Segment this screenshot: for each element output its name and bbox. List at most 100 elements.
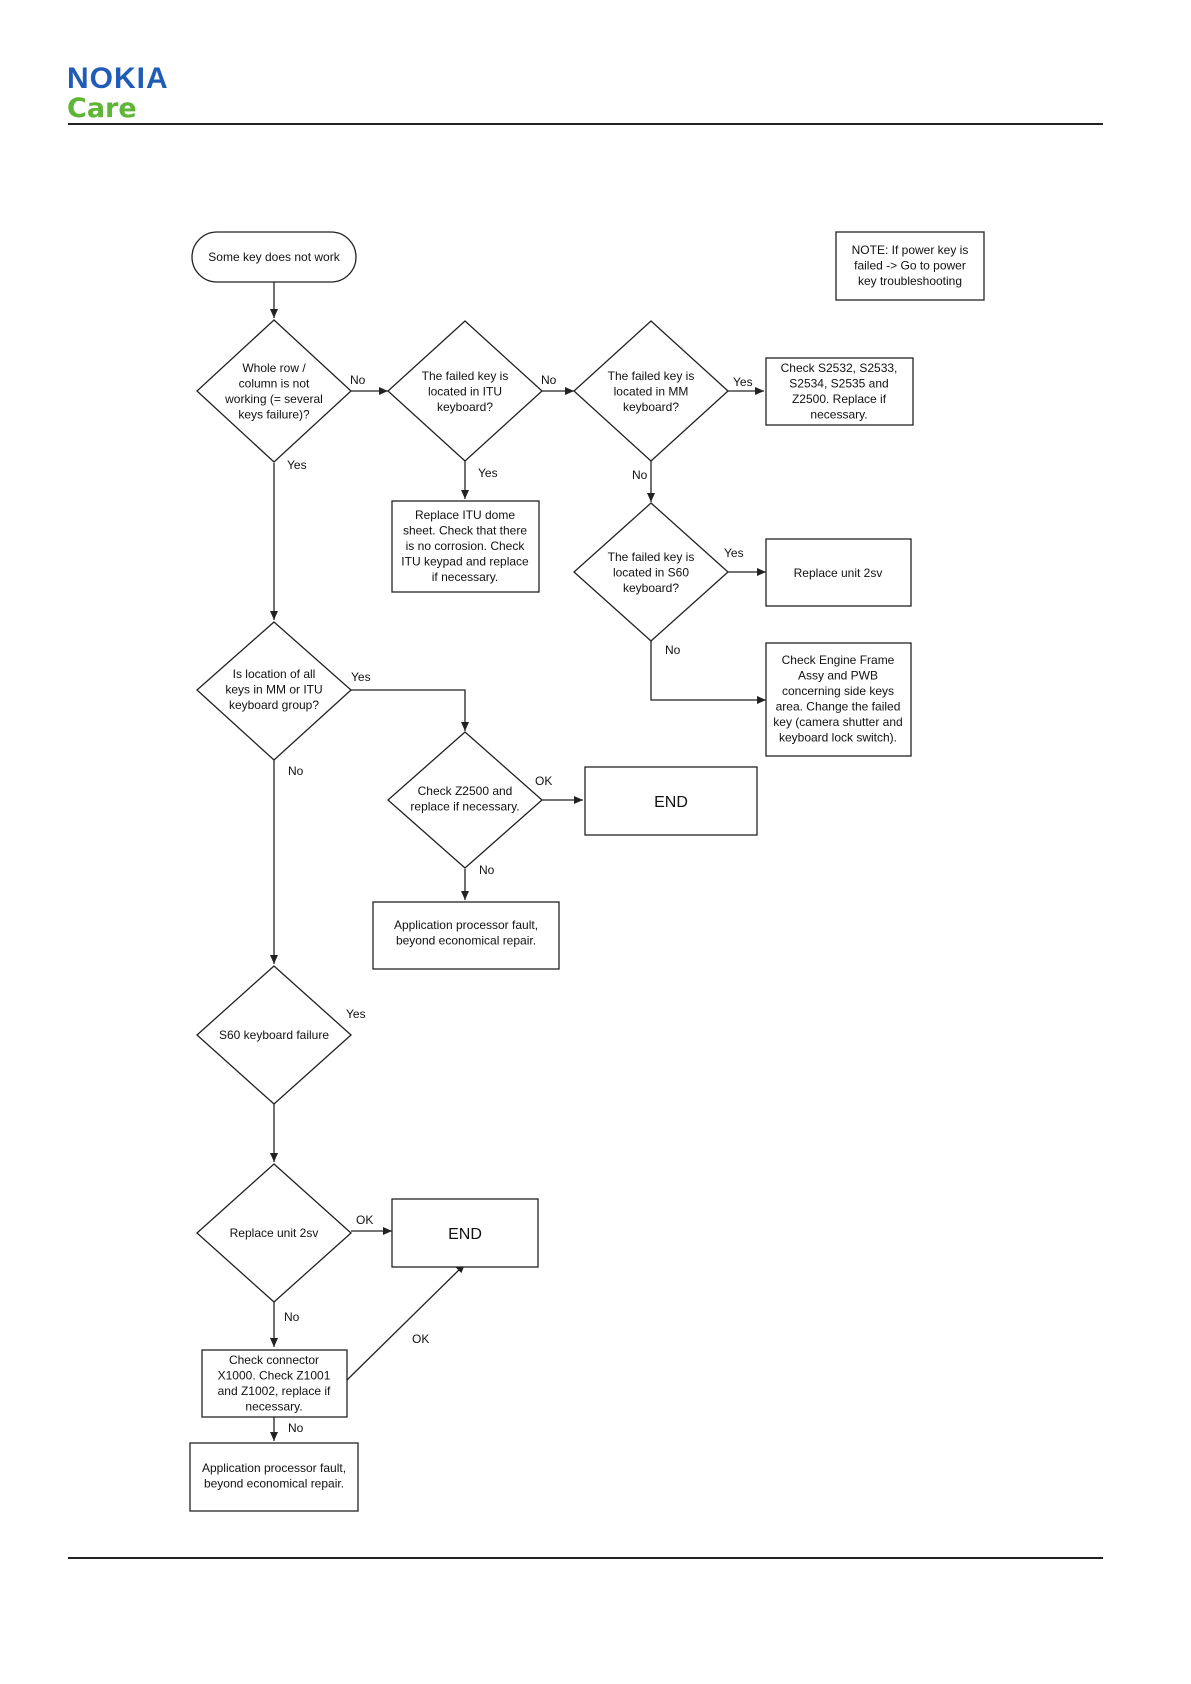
d_row-line-1: column is not <box>239 377 310 391</box>
edge-s60loc-engine <box>650 640 766 704</box>
b_engine-line-1: Assy and PWB <box>798 669 878 683</box>
note-line-1: failed -> Go to power <box>854 259 966 273</box>
box-check-connector <box>201 1349 348 1418</box>
box-app-fault-2 <box>189 1442 359 1512</box>
replace-2sv-top-text: Replace unit 2sv <box>794 566 883 580</box>
b_check_conn-line-1: X1000. Check Z1001 <box>218 1369 331 1383</box>
label-itu-no: No <box>541 373 557 387</box>
edge-location-z2500 <box>351 689 469 731</box>
label-mm-yes: Yes <box>733 375 753 389</box>
label-z2500-ok: OK <box>535 774 552 788</box>
b_app_fault_2-line-1: beyond economical repair. <box>204 1477 344 1491</box>
start-node <box>191 231 357 283</box>
b_end_top-line-0: END <box>654 794 688 811</box>
label-s60fail-yes: Yes <box>346 1007 366 1021</box>
d_s60_loc-line-2: keyboard? <box>623 581 679 595</box>
b_check_s-line-0: Check S2532, S2533, <box>781 361 898 375</box>
d_z2500-line-0: Check Z2500 and <box>418 784 513 798</box>
decision-s60-location <box>573 502 729 642</box>
note-line-0: NOTE: If power key is <box>852 243 969 257</box>
box-engine-frame <box>765 642 912 757</box>
label-mm-no: No <box>632 468 648 482</box>
d_location-line-1: keys in MM or ITU <box>225 683 322 697</box>
shapes <box>189 231 985 1512</box>
d_mm-line-0: The failed key is <box>608 369 695 383</box>
label-conn-no: No <box>288 1421 304 1435</box>
b_replace_itu-line-0: Replace ITU dome <box>415 508 515 522</box>
decision-z2500-text: Check Z2500 and replace if necessary. <box>410 784 519 814</box>
b_app_fault_1-line-0: Application processor fault, <box>394 918 538 932</box>
care-logo: Care <box>67 93 137 124</box>
d_location-line-0: Is location of all <box>233 667 316 681</box>
b_app_fault_2-line-0: Application processor fault, <box>202 1461 346 1475</box>
b_check_conn-line-2: and Z1002, replace if <box>218 1384 331 1398</box>
b_check_s-line-1: S2534, S2535 and <box>789 377 888 391</box>
decision-s60-failure-text: S60 keyboard failure <box>219 1028 329 1042</box>
label-row-no: No <box>350 373 366 387</box>
note-text: NOTE: If power key is failed -> Go to pow… <box>852 243 969 288</box>
edge-conn-end <box>346 1263 466 1381</box>
label-conn-ok: OK <box>412 1332 429 1346</box>
b_replace_itu-line-1: sheet. Check that there <box>403 524 527 538</box>
node-texts: Some key does not work NOTE: If power ke… <box>202 243 968 1491</box>
app-fault-1-text: Application processor fault, beyond econo… <box>394 918 538 948</box>
label-row-yes: Yes <box>287 458 307 472</box>
decision-z2500 <box>387 731 543 869</box>
header-rule <box>68 123 1103 125</box>
edge-labels: No Yes No Yes Yes No Yes No Yes No OK No… <box>284 373 753 1435</box>
b_check_conn-line-3: necessary. <box>245 1400 302 1414</box>
footer-rule <box>68 1557 1103 1559</box>
label-rep2sv-ok: OK <box>356 1213 373 1227</box>
decision-keyboard-group <box>196 621 352 761</box>
d_row-line-0: Whole row / <box>242 361 306 375</box>
end-top-text: END <box>654 794 688 811</box>
d_itu-line-2: keyboard? <box>437 400 493 414</box>
label-loc-no: No <box>288 764 304 778</box>
decision-mm <box>573 320 729 462</box>
d_itu-line-1: located in ITU <box>428 385 502 399</box>
start-node-text: Some key does not work <box>208 250 340 264</box>
b_engine-line-3: area. Change the failed <box>776 700 901 714</box>
d_itu-line-0: The failed key is <box>422 369 509 383</box>
b_replace_itu-line-2: is no corrosion. Check <box>406 539 526 553</box>
note-box <box>835 231 985 301</box>
app-fault-2-text: Application processor fault, beyond econo… <box>202 1461 346 1491</box>
d_replace_2sv-line-0: Replace unit 2sv <box>230 1226 319 1240</box>
label-itu-yes: Yes <box>478 466 498 480</box>
d_s60_loc-line-1: located in S60 <box>613 566 689 580</box>
decision-row-column <box>196 319 352 463</box>
decision-replace-2sv-text: Replace unit 2sv <box>230 1226 319 1240</box>
b_end_bottom-line-0: END <box>448 1226 482 1243</box>
b_replace_2sv_top-line-0: Replace unit 2sv <box>794 566 883 580</box>
d_location-line-2: keyboard group? <box>229 698 319 712</box>
d_s60_loc-line-0: The failed key is <box>608 550 695 564</box>
box-check-switches <box>765 357 914 426</box>
b_app_fault_1-line-1: beyond economical repair. <box>396 934 536 948</box>
b_engine-line-2: concerning side keys <box>782 684 894 698</box>
d_z2500-line-1: replace if necessary. <box>410 800 519 814</box>
box-replace-2sv-top <box>765 538 912 607</box>
decision-replace-2sv <box>196 1163 352 1303</box>
label-rep2sv-no: No <box>284 1310 300 1324</box>
decision-s60-failure <box>196 965 352 1105</box>
b_replace_itu-line-3: ITU keypad and replace <box>401 555 529 569</box>
label-s60loc-no: No <box>665 643 681 657</box>
d_row-line-3: keys failure)? <box>238 408 310 422</box>
decision-itu <box>387 320 543 462</box>
connectors <box>270 282 766 1441</box>
label-s60loc-yes: Yes <box>724 546 744 560</box>
b_engine-line-5: keyboard lock switch). <box>779 731 897 745</box>
note-line-2: key troubleshooting <box>858 274 962 288</box>
end-bottom-text: END <box>448 1226 482 1243</box>
end-box-bottom <box>391 1198 539 1268</box>
b_check_s-line-3: necessary. <box>810 408 867 422</box>
d_s60_fail-line-0: S60 keyboard failure <box>219 1028 329 1042</box>
